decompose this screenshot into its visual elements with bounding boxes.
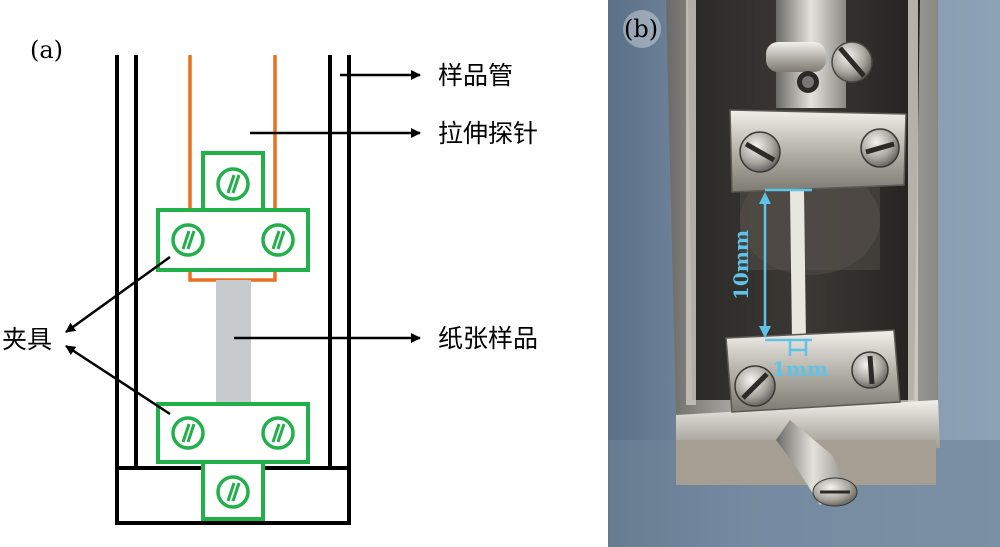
sample-tube — [115, 55, 351, 468]
dimension-length-label: 10mm — [729, 230, 753, 300]
panel-a-label: (a) — [30, 36, 63, 64]
screw-icon — [261, 416, 295, 450]
photo-upper-clamp — [729, 109, 907, 193]
lower-clamp — [156, 402, 310, 521]
screw-icon — [261, 223, 295, 257]
screw-icon — [860, 128, 900, 168]
panel-b-photo: 10mm 1mm (b) — [608, 0, 1000, 547]
label-tensile-probe: 拉伸探针 — [438, 119, 538, 148]
leader-arrows — [65, 70, 421, 416]
clamp-screws — [171, 167, 295, 509]
photo-paper-sample — [790, 190, 806, 342]
paper-sample-strip — [216, 280, 251, 404]
panel-a: (a) — [2, 36, 538, 525]
screw-icon — [216, 167, 250, 201]
dimension-width-label: 1mm — [772, 357, 828, 381]
arrow-clamp-lower — [65, 344, 171, 416]
screw-icon — [851, 351, 889, 389]
label-sample-tube: 样品管 — [438, 61, 513, 90]
tube-base — [115, 466, 351, 525]
label-paper-sample: 纸张样品 — [438, 324, 538, 353]
screw-icon — [831, 41, 873, 83]
dimension-1mm — [788, 340, 808, 356]
panel-b-label: (b) — [624, 15, 658, 43]
arrow-clamp-upper — [65, 255, 171, 334]
dimension-10mm — [759, 188, 812, 342]
label-clamp: 夹具 — [2, 325, 52, 354]
screw-icon — [739, 131, 781, 173]
screw-icon — [216, 475, 250, 509]
screw-icon — [171, 416, 205, 450]
screw-icon — [171, 223, 205, 257]
screw-icon — [734, 365, 776, 407]
